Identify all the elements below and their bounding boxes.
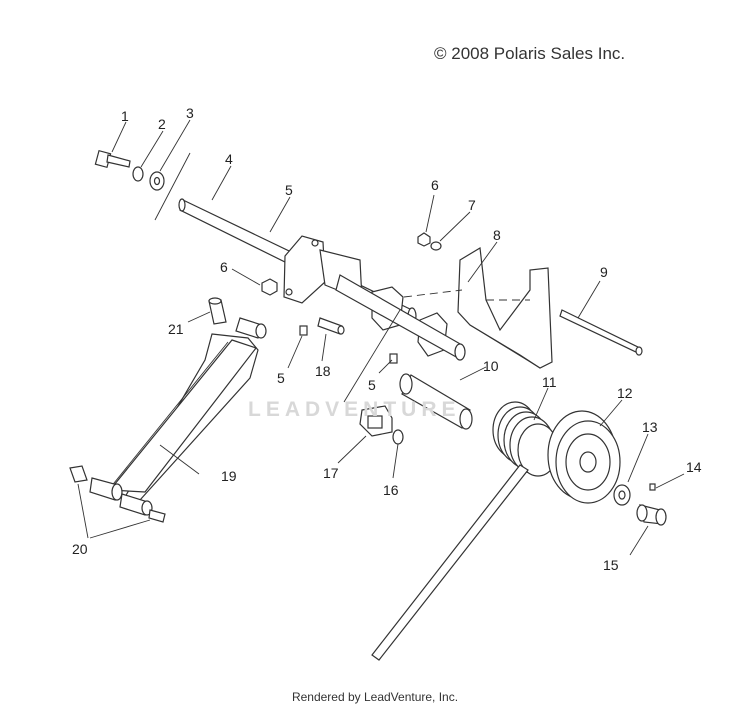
part-swing-arm	[108, 333, 259, 501]
copyright-text: © 2008 Polaris Sales Inc.	[434, 44, 626, 63]
part-washer-small	[132, 166, 144, 182]
callout-19: 19	[221, 468, 237, 484]
callout-5c: 5	[368, 377, 376, 393]
callout-17: 17	[323, 465, 339, 481]
callout-21: 21	[168, 321, 184, 337]
part-bolt	[94, 149, 131, 169]
part-pivot-pin	[317, 317, 345, 335]
callout-14: 14	[686, 459, 702, 475]
watermark-text: LEADVENTURE	[248, 398, 461, 421]
callout-9: 9	[600, 264, 608, 280]
part-nut-left	[261, 278, 278, 296]
part-rear-bracket	[403, 247, 553, 369]
part-washer-large	[149, 171, 165, 191]
part-pin	[649, 483, 656, 491]
part-bushing-top	[235, 317, 267, 339]
callout-2: 2	[158, 116, 166, 132]
callout-6b: 6	[431, 177, 439, 193]
part-bushings-20	[69, 465, 166, 523]
callout-12: 12	[617, 385, 633, 401]
callout-10: 10	[483, 358, 499, 374]
part-sleeve	[399, 373, 473, 430]
leader-lines	[77, 119, 685, 556]
part-bushing-21	[208, 297, 227, 325]
part-end-cap	[636, 504, 667, 526]
callout-7: 7	[468, 197, 476, 213]
callout-numbers: 1 2 3 4 5 5 5 6 6 7 8 9 10 11 12 13 14 1…	[72, 105, 702, 573]
rendered-by-text: Rendered by LeadVenture, Inc.	[291, 690, 459, 704]
part-spacer-washer	[613, 484, 631, 506]
part-washer-7	[430, 241, 442, 251]
callout-6a: 6	[220, 259, 228, 275]
part-nut-right	[417, 232, 431, 247]
part-torsion-spring	[371, 401, 559, 661]
callout-13: 13	[642, 419, 658, 435]
callout-15: 15	[603, 557, 619, 573]
callout-18: 18	[315, 363, 331, 379]
callout-11: 11	[542, 374, 557, 390]
part-rod	[559, 309, 643, 356]
part-nut-5b	[389, 353, 398, 364]
part-nut-5a	[299, 325, 308, 336]
callout-3: 3	[186, 105, 194, 121]
part-snap-ring	[392, 429, 404, 445]
part-idler-wheel	[547, 410, 621, 504]
callout-1: 1	[121, 108, 129, 124]
part-bracket-right	[335, 274, 466, 361]
callout-5b: 5	[277, 370, 285, 386]
callout-20: 20	[72, 541, 88, 557]
callout-8: 8	[493, 227, 501, 243]
callout-5a: 5	[285, 182, 293, 198]
callout-16: 16	[383, 482, 399, 498]
callout-4: 4	[225, 151, 233, 167]
part-mount-block	[359, 405, 393, 437]
